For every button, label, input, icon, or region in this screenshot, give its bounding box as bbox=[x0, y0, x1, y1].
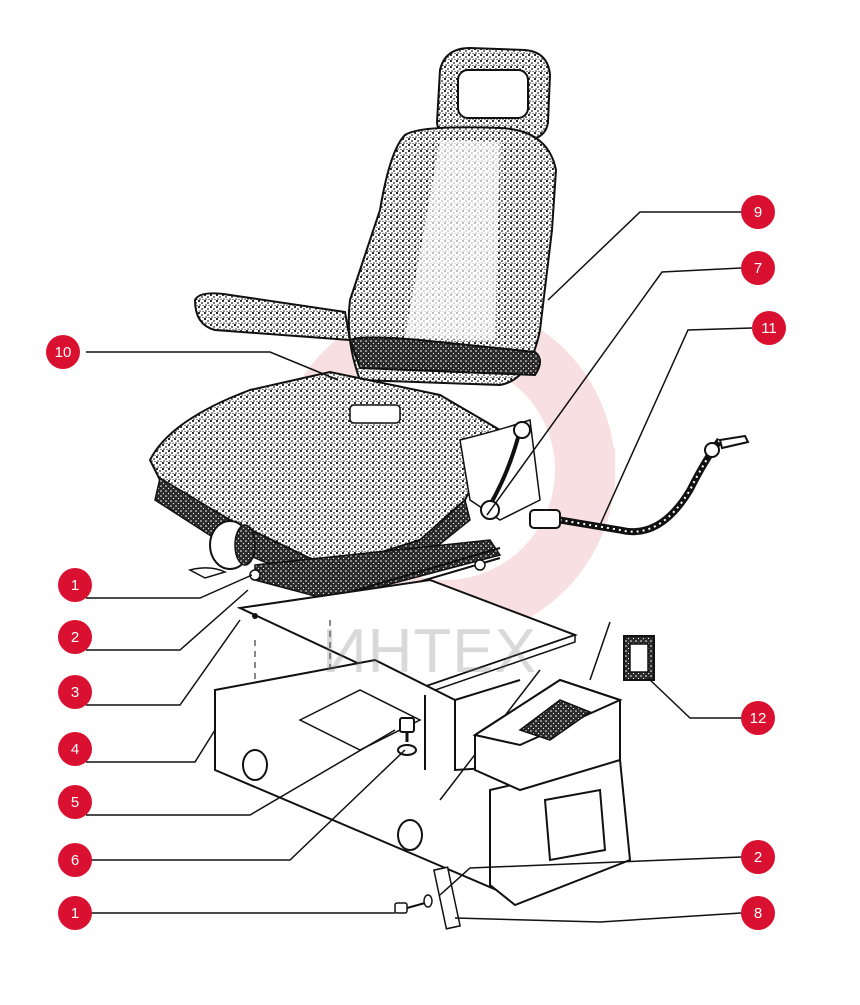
seat-belt-tongue bbox=[529, 434, 750, 536]
control-console bbox=[472, 678, 623, 792]
callout-9: 9 bbox=[741, 195, 775, 229]
switch-panel bbox=[623, 635, 655, 681]
watermark-text: ИНТЕХ bbox=[322, 617, 537, 686]
callout-label: 2 bbox=[753, 848, 763, 866]
callout-label: 6 bbox=[70, 851, 80, 869]
callout-7: 7 bbox=[741, 251, 775, 285]
callout-label: 7 bbox=[753, 259, 763, 277]
headrest bbox=[435, 46, 552, 160]
leader-lines bbox=[86, 211, 753, 923]
callout-12: 12 bbox=[741, 701, 775, 735]
callout-8: 8 bbox=[741, 896, 775, 930]
callout-label: 4 bbox=[70, 740, 80, 758]
callout-label: 1 bbox=[70, 576, 80, 594]
callout-11: 11 bbox=[752, 311, 786, 345]
callout-label: 5 bbox=[70, 793, 80, 811]
cabin-frame bbox=[214, 621, 632, 930]
callout-label: 8 bbox=[753, 904, 763, 922]
callout-10: 10 bbox=[46, 335, 80, 369]
callout-label: 9 bbox=[753, 203, 763, 221]
callout-label: 11 bbox=[761, 319, 777, 337]
adjustment-knob bbox=[187, 520, 256, 579]
callout-1-lower: 1 bbox=[58, 896, 92, 930]
callout-label: 10 bbox=[54, 343, 72, 361]
callout-2-lower: 2 bbox=[741, 840, 775, 874]
callout-3: 3 bbox=[58, 675, 92, 709]
callout-label: 12 bbox=[749, 709, 767, 727]
armrest-right bbox=[348, 336, 541, 377]
armrest-left bbox=[193, 292, 352, 342]
callout-label: 3 bbox=[70, 683, 80, 701]
callout-6: 6 bbox=[58, 843, 92, 877]
callout-label: 2 bbox=[70, 628, 80, 646]
callout-1-upper: 1 bbox=[58, 568, 92, 602]
lower-bolt bbox=[394, 894, 433, 914]
callout-5: 5 bbox=[58, 785, 92, 819]
callout-4: 4 bbox=[58, 732, 92, 766]
callout-2-upper: 2 bbox=[58, 620, 92, 654]
callout-label: 1 bbox=[70, 904, 80, 922]
